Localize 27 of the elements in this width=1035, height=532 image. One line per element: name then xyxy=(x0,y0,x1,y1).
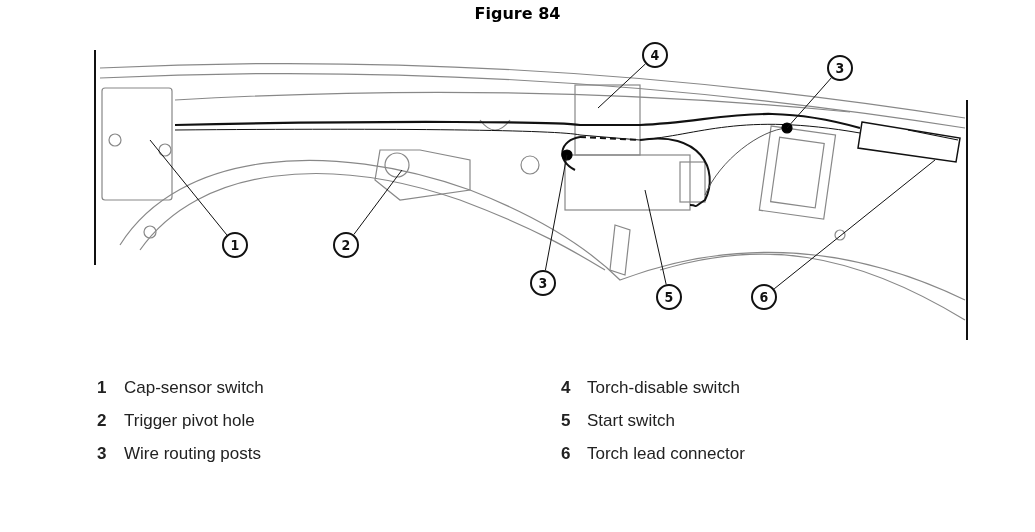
figure-title: Figure 84 xyxy=(474,4,561,23)
leader-line xyxy=(544,154,568,271)
leader-line xyxy=(597,63,646,109)
key-description: Cap-sensor switch xyxy=(124,378,264,398)
key-description: Torch lead connector xyxy=(587,444,745,464)
leader-line xyxy=(773,159,936,290)
leader-line xyxy=(786,77,832,129)
leader-line xyxy=(353,169,403,236)
callout-number: 2 xyxy=(333,232,359,258)
key-description: Wire routing posts xyxy=(124,444,261,464)
key-number: 6 xyxy=(561,444,571,464)
key-number: 2 xyxy=(97,411,107,431)
key-number: 1 xyxy=(97,378,107,398)
key-description: Torch-disable switch xyxy=(587,378,741,398)
key-description: Trigger pivot hole xyxy=(124,411,255,431)
key-description: Start switch xyxy=(587,411,675,431)
key-number: 4 xyxy=(561,378,571,398)
callout-number: 3 xyxy=(827,55,853,81)
callout-number: 6 xyxy=(751,284,777,310)
leader-line xyxy=(149,139,228,236)
key-number: 5 xyxy=(561,411,571,431)
leader-line xyxy=(644,189,667,285)
callout-number: 4 xyxy=(642,42,668,68)
callout-number: 3 xyxy=(530,270,556,296)
callout-number: 1 xyxy=(222,232,248,258)
key-number: 3 xyxy=(97,444,107,464)
callout-number: 5 xyxy=(656,284,682,310)
